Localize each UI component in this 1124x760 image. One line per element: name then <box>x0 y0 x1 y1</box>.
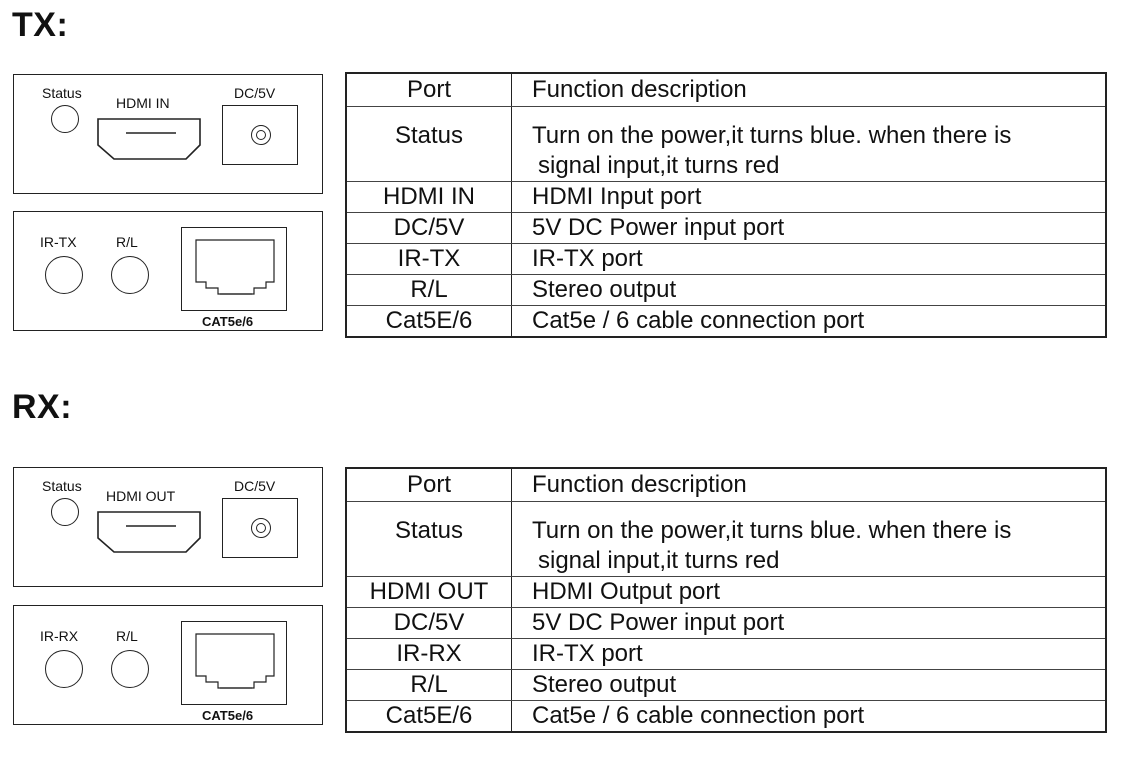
tx-back-panel: IR-TX R/L CAT5e/6 <box>13 211 323 331</box>
ir-jack-icon <box>45 650 83 688</box>
rx-dc-label: DC/5V <box>234 478 276 494</box>
port-cell: HDMI IN <box>345 181 512 213</box>
dc-power-jack-icon <box>222 105 298 165</box>
tx-front-panel: Status HDMI IN DC/5V <box>13 74 323 194</box>
description-cell: IR-TX port <box>511 243 1107 275</box>
table-row: DC/5V 5V DC Power input port <box>345 607 1107 639</box>
tx-port-table: Port Function description Status Turn on… <box>345 72 1107 338</box>
description-cell: Cat5e / 6 cable connection port <box>511 700 1107 733</box>
dc-power-jack-icon <box>222 498 298 558</box>
port-cell: IR-TX <box>345 243 512 275</box>
table-row: Status Turn on the power,it turns blue. … <box>345 501 1107 577</box>
rx-heading: RX: <box>12 388 73 426</box>
table-header-row: Port Function description <box>345 467 1107 502</box>
description-line: Turn on the power,it turns blue. when th… <box>532 122 1012 149</box>
description-cell: Stereo output <box>511 274 1107 306</box>
description-cell: HDMI Input port <box>511 181 1107 213</box>
rj45-port-icon <box>181 621 287 705</box>
port-cell: IR-RX <box>345 638 512 670</box>
table-row: Cat5E/6 Cat5e / 6 cable connection port <box>345 700 1107 733</box>
tx-ir-label: IR-TX <box>40 234 77 250</box>
hdmi-port-icon <box>97 511 201 553</box>
rx-ir-label: IR-RX <box>40 628 79 644</box>
ir-jack-icon <box>45 256 83 294</box>
header-function-description: Function description <box>511 467 1107 502</box>
table-row: HDMI IN HDMI Input port <box>345 181 1107 213</box>
rx-front-panel: Status HDMI OUT DC/5V <box>13 467 323 587</box>
port-cell: DC/5V <box>345 212 512 244</box>
rx-cat-label: CAT5e/6 <box>202 708 254 723</box>
rx-back-panel: IR-RX R/L CAT5e/6 <box>13 605 323 725</box>
port-cell: R/L <box>345 669 512 701</box>
description-cell: HDMI Output port <box>511 576 1107 608</box>
port-cell: Status <box>345 501 512 577</box>
port-cell: DC/5V <box>345 607 512 639</box>
description-cell: IR-TX port <box>511 638 1107 670</box>
description-cell: Turn on the power,it turns blue. when th… <box>511 106 1107 182</box>
status-led-icon <box>51 105 79 133</box>
table-row: DC/5V 5V DC Power input port <box>345 212 1107 244</box>
tx-rl-label: R/L <box>116 234 138 250</box>
hdmi-port-icon <box>97 118 201 160</box>
port-cell: Cat5E/6 <box>345 305 512 338</box>
description-cell: Cat5e / 6 cable connection port <box>511 305 1107 338</box>
description-line: signal input,it turns red <box>538 547 780 574</box>
description-line: Turn on the power,it turns blue. when th… <box>532 517 1012 544</box>
tx-status-label: Status <box>42 85 82 101</box>
description-line: signal input,it turns red <box>538 152 780 179</box>
port-cell: R/L <box>345 274 512 306</box>
table-row: Cat5E/6 Cat5e / 6 cable connection port <box>345 305 1107 338</box>
table-row: IR-TX IR-TX port <box>345 243 1107 275</box>
description-cell: 5V DC Power input port <box>511 607 1107 639</box>
table-header-row: Port Function description <box>345 72 1107 107</box>
audio-jack-icon <box>111 256 149 294</box>
status-led-icon <box>51 498 79 526</box>
rx-rl-label: R/L <box>116 628 138 644</box>
table-row: HDMI OUT HDMI Output port <box>345 576 1107 608</box>
table-row: R/L Stereo output <box>345 669 1107 701</box>
port-cell: Status <box>345 106 512 182</box>
port-cell: Cat5E/6 <box>345 700 512 733</box>
audio-jack-icon <box>111 650 149 688</box>
rx-status-label: Status <box>42 478 82 494</box>
tx-dc-label: DC/5V <box>234 85 276 101</box>
table-row: IR-RX IR-TX port <box>345 638 1107 670</box>
tx-cat-label: CAT5e/6 <box>202 314 254 329</box>
description-cell: Stereo output <box>511 669 1107 701</box>
rx-port-table: Port Function description Status Turn on… <box>345 467 1107 733</box>
header-function-description: Function description <box>511 72 1107 107</box>
rj45-port-icon <box>181 227 287 311</box>
header-port: Port <box>345 467 512 502</box>
description-cell: 5V DC Power input port <box>511 212 1107 244</box>
port-cell: HDMI OUT <box>345 576 512 608</box>
table-row: R/L Stereo output <box>345 274 1107 306</box>
tx-hdmi-label: HDMI IN <box>116 95 170 111</box>
header-port: Port <box>345 72 512 107</box>
description-cell: Turn on the power,it turns blue. when th… <box>511 501 1107 577</box>
table-row: Status Turn on the power,it turns blue. … <box>345 106 1107 182</box>
tx-heading: TX: <box>12 6 69 44</box>
rx-hdmi-label: HDMI OUT <box>106 488 176 504</box>
